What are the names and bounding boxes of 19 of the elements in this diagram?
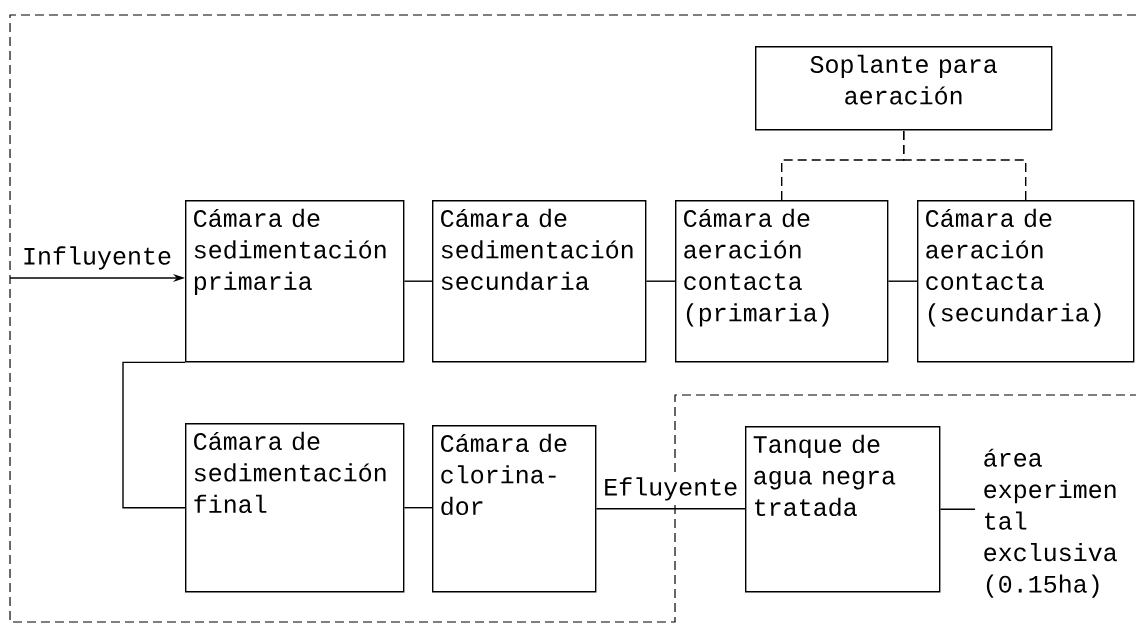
connector-line	[595, 508, 746, 510]
connector-line	[939, 508, 976, 510]
process-box: Cámara de sedimentación secundaria	[432, 200, 647, 363]
connector-line	[122, 361, 186, 509]
process-box: Cámara de clorina- dor	[432, 425, 597, 593]
process-box: Cámara de sedimentación final	[185, 423, 405, 593]
connector-line	[403, 280, 433, 282]
connector-line	[645, 280, 676, 282]
edge-label: Efluyente	[605, 477, 737, 501]
process-box: Cámara de aeración contacta (secundaria)	[917, 200, 1135, 363]
connector-line	[887, 280, 918, 282]
connector-line	[403, 507, 433, 509]
process-box: Cámara de sedimentación primaria	[185, 200, 405, 363]
process-box: Cámara de aeración contacta (primaria)	[675, 200, 889, 363]
process-box: Tanque de agua negra tratada	[745, 426, 941, 593]
process-box: Soplante para aeración	[755, 46, 1053, 131]
text-label: área experimen tal exclusiva (0.15ha)	[984, 448, 1117, 598]
edge-label: Influyente	[24, 246, 171, 270]
connector-line	[903, 129, 1027, 201]
